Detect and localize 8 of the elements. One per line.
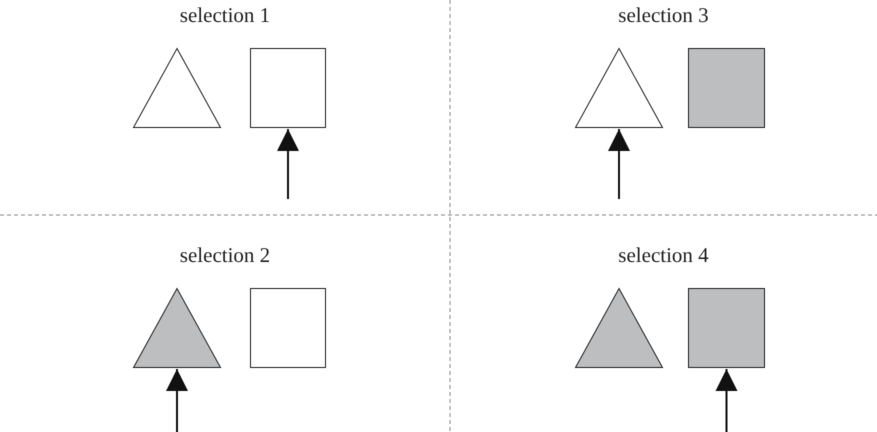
arrow — [277, 129, 299, 199]
panel-heading: selection 4 — [618, 243, 709, 267]
panel-heading: selection 2 — [180, 243, 270, 267]
panel-heading: selection 3 — [618, 3, 709, 27]
panel-heading: selection 1 — [180, 3, 270, 27]
arrow — [608, 129, 630, 199]
arrow — [716, 369, 738, 432]
arrow — [166, 369, 188, 432]
